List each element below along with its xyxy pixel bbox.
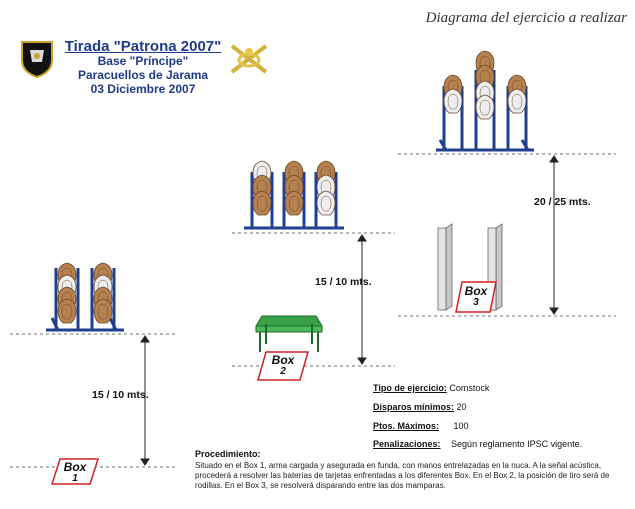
exercise-points: Ptos. Máximos: 100 xyxy=(373,421,469,431)
target-battery-3 xyxy=(436,50,534,152)
event-date: 03 Diciembre 2007 xyxy=(90,82,196,96)
box-2-marker xyxy=(257,351,309,381)
procedure-text: Situado en el Box 1, arma cargada y aseg… xyxy=(195,461,610,490)
distance-arrows xyxy=(140,155,559,466)
kneeling-table xyxy=(255,315,323,352)
title-block: Tirada "Patrona 2007" Base "Príncipe" Pa… xyxy=(58,38,228,96)
exercise-penalties: Penalizaciones: Según reglamento IPSC vi… xyxy=(373,439,583,449)
distance-label-3: 20 / 25 mts. xyxy=(534,196,591,208)
box-1-marker xyxy=(50,458,100,485)
exercise-shots: Disparos mínimos: 20 xyxy=(373,402,467,412)
target-battery-2 xyxy=(244,160,344,230)
exercise-type: Tipo de ejercicio: Comstock xyxy=(373,383,490,393)
procedure-title: Procedimiento: xyxy=(195,449,261,459)
box-3-marker xyxy=(455,281,497,313)
event-title: Tirada "Patrona 2007" xyxy=(64,38,222,55)
diagram-caption: Diagrama del ejercicio a realizar xyxy=(425,10,627,26)
unit-emblem-icon xyxy=(21,41,53,78)
event-base: Base "Príncipe" xyxy=(97,54,189,68)
event-location: Paracuellos de Jarama xyxy=(77,68,209,82)
target-battery-1 xyxy=(46,262,124,332)
crossed-rifles-insignia-icon xyxy=(230,44,268,74)
distance-label-1: 15 / 10 mts. xyxy=(92,389,149,401)
distance-label-2: 15 / 10 mts. xyxy=(315,276,372,288)
